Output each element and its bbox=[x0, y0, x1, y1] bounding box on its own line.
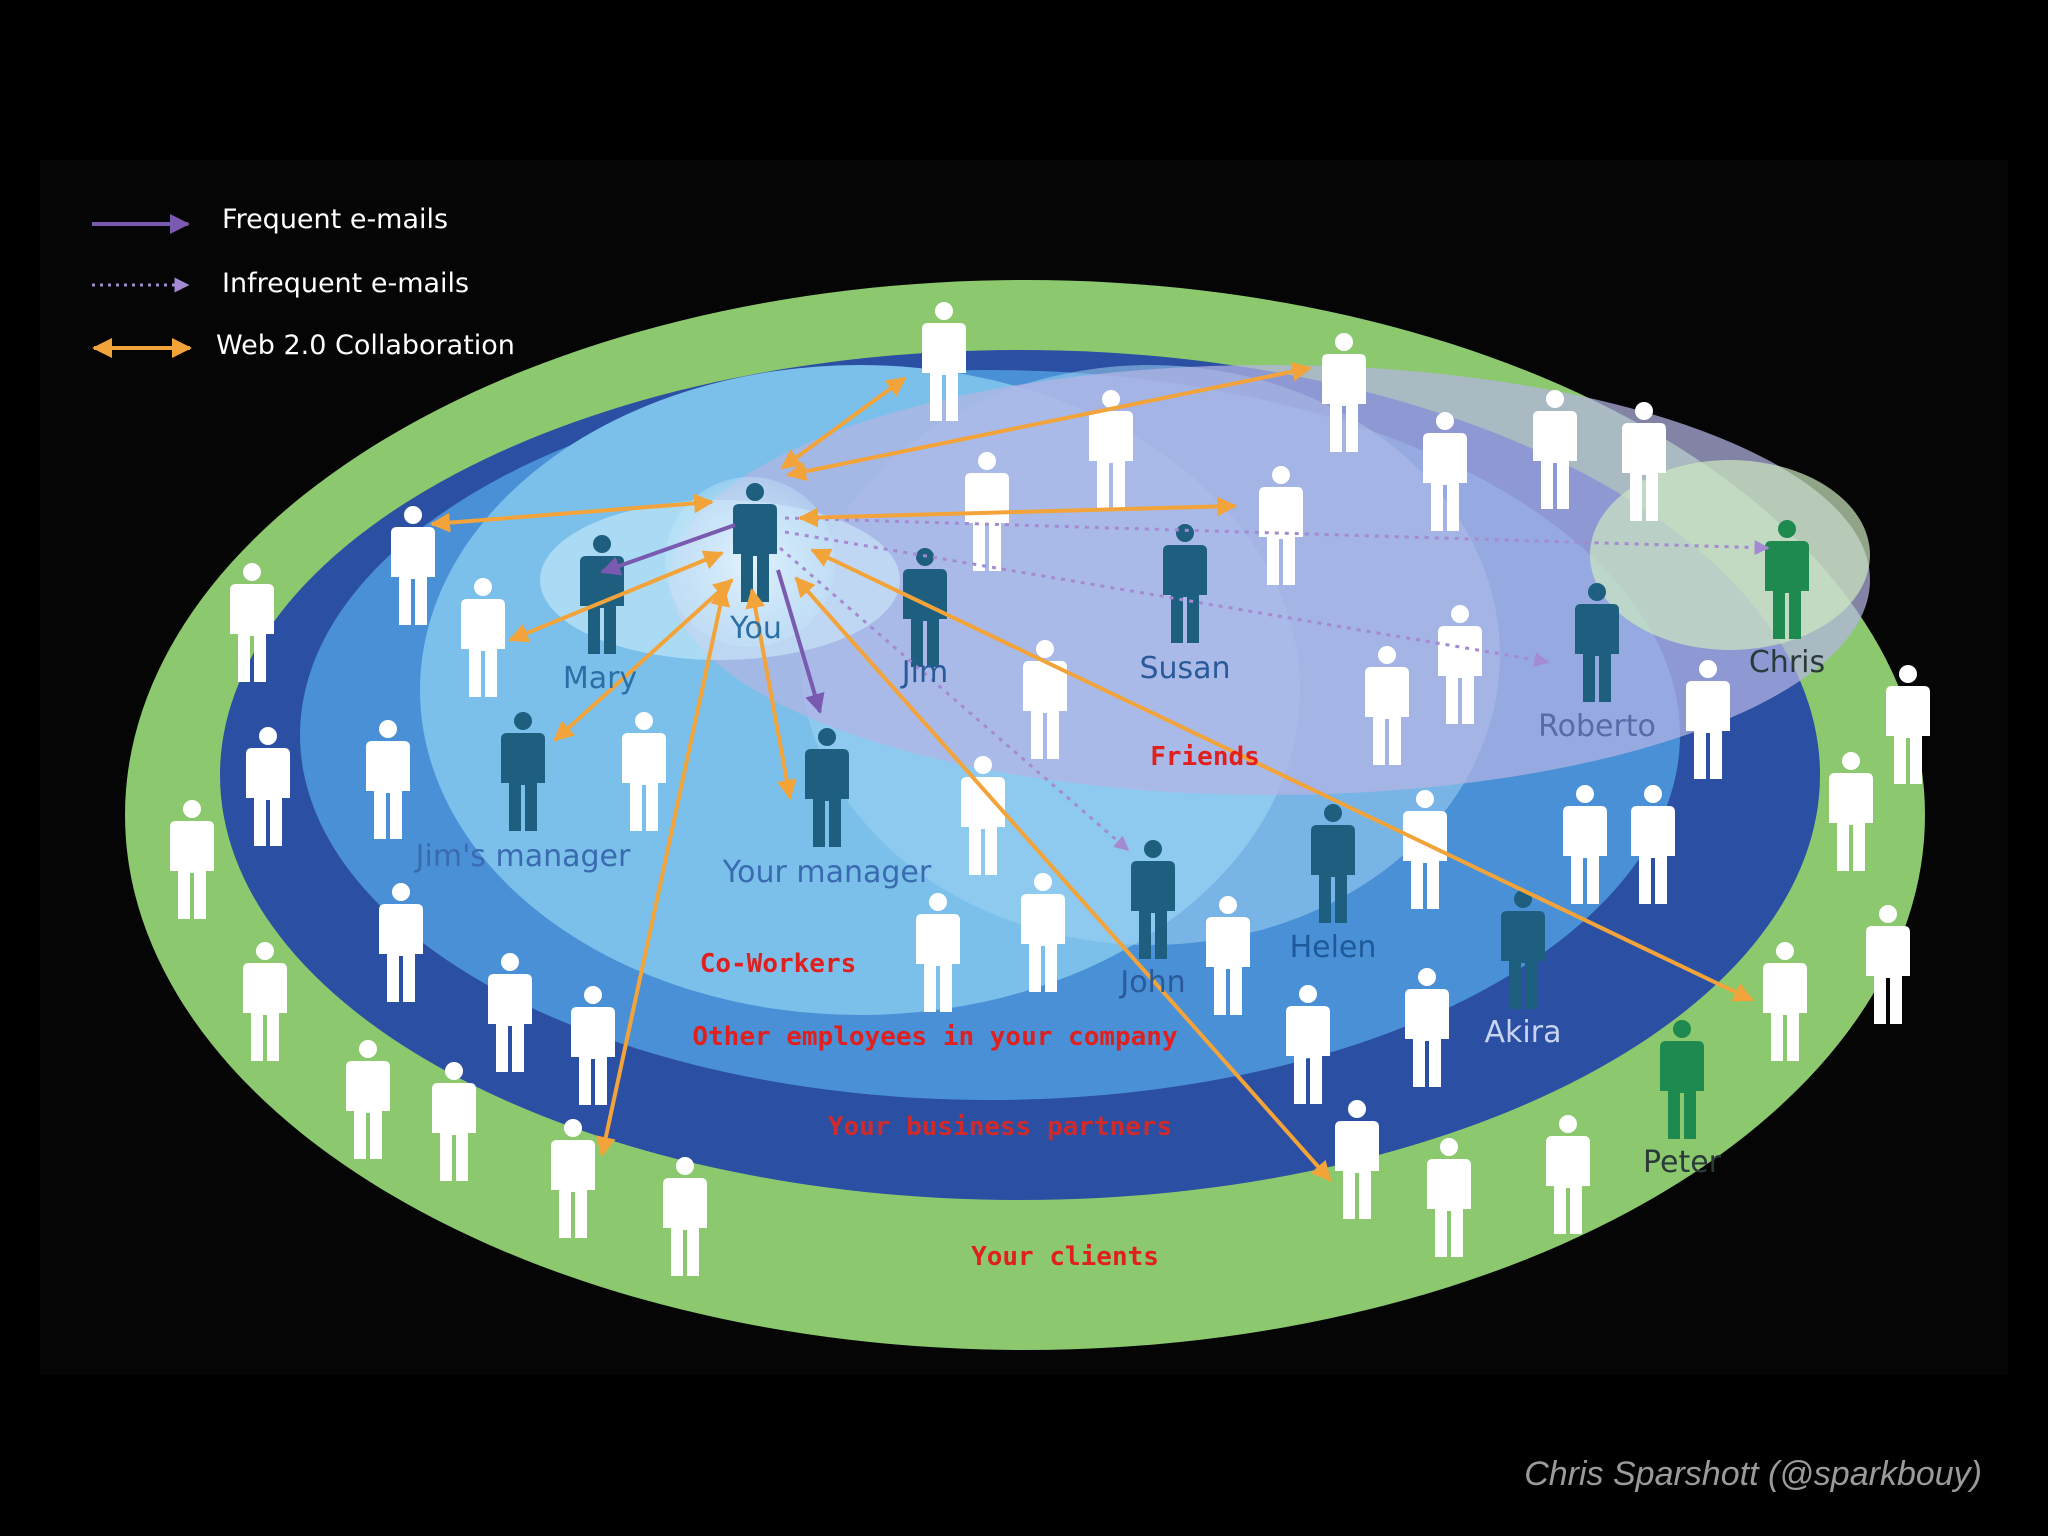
person-icon bbox=[243, 942, 287, 1061]
person-icon bbox=[1546, 1115, 1590, 1234]
collab-arrow-2 bbox=[786, 361, 1312, 482]
person-icon bbox=[1423, 412, 1467, 531]
label-helen: Helen bbox=[1290, 930, 1377, 965]
person-icon bbox=[663, 1157, 707, 1276]
person-icon bbox=[432, 1062, 476, 1181]
person-icon bbox=[1763, 942, 1807, 1061]
company-label: Other employees in your company bbox=[692, 1022, 1177, 1052]
legend-frequent-label: Frequent e-mails bbox=[222, 204, 448, 235]
label-you: You bbox=[729, 611, 782, 646]
person-icon bbox=[488, 953, 532, 1072]
label-john: John bbox=[1118, 965, 1185, 1000]
label-roberto: Roberto bbox=[1538, 709, 1656, 744]
person-icon bbox=[379, 883, 423, 1002]
person-icon bbox=[346, 1040, 390, 1159]
label-jim: Jim bbox=[900, 655, 948, 690]
person-icon bbox=[1322, 333, 1366, 452]
friends-label: Friends bbox=[1150, 742, 1260, 772]
collab-arrow-8 bbox=[596, 586, 730, 1157]
label-chris: Chris bbox=[1749, 645, 1825, 680]
person-icon bbox=[246, 727, 290, 846]
collab-arrow-10 bbox=[810, 548, 1754, 1002]
person-icon-chris bbox=[1765, 520, 1809, 639]
legend-infrequent-label: Infrequent e-mails bbox=[222, 268, 469, 299]
collaboration-arrows bbox=[430, 361, 1754, 1182]
person-icon bbox=[391, 506, 435, 625]
person-icon bbox=[1829, 752, 1873, 871]
label-peter: Peter bbox=[1643, 1145, 1722, 1180]
person-icon bbox=[461, 578, 505, 697]
person-icon bbox=[366, 720, 410, 839]
person-icon bbox=[1886, 665, 1930, 784]
person-icon-you bbox=[733, 483, 777, 602]
label-akira: Akira bbox=[1485, 1015, 1562, 1050]
label-your-manager: Your manager bbox=[722, 855, 932, 890]
partners-label: Your business partners bbox=[828, 1112, 1172, 1142]
person-icon bbox=[170, 800, 214, 919]
person-icon bbox=[1427, 1138, 1471, 1257]
collab-arrow-3 bbox=[798, 496, 1237, 528]
collab-arrow-4 bbox=[430, 493, 714, 533]
clients-label: Your clients bbox=[971, 1242, 1159, 1272]
legend-collab-label: Web 2.0 Collaboration bbox=[216, 330, 515, 361]
ring-labels: Co-Workers Friends Other employees in yo… bbox=[692, 742, 1259, 1272]
credit-text: Chris Sparshott (@sparkbouy) bbox=[1524, 1455, 1982, 1493]
person-icon bbox=[230, 563, 274, 682]
label-mary: Mary bbox=[563, 661, 637, 696]
label-jims-manager: Jim's manager bbox=[414, 839, 631, 874]
label-susan: Susan bbox=[1139, 651, 1230, 686]
person-icon bbox=[1866, 905, 1910, 1024]
person-icon bbox=[1533, 390, 1577, 509]
person-icon-jims-manager bbox=[501, 712, 545, 831]
person-icon bbox=[551, 1119, 595, 1238]
person-icon bbox=[1622, 402, 1666, 521]
coworkers-label: Co-Workers bbox=[700, 949, 857, 979]
legend: Frequent e-mails Infrequent e-mails Web … bbox=[92, 204, 515, 361]
collab-arrow-7 bbox=[745, 588, 797, 800]
person-labels: You Mary Jim Susan Roberto Chris Jim's m… bbox=[414, 611, 1825, 1180]
person-icon-peter bbox=[1660, 1020, 1704, 1139]
person-icon bbox=[1335, 1100, 1379, 1219]
